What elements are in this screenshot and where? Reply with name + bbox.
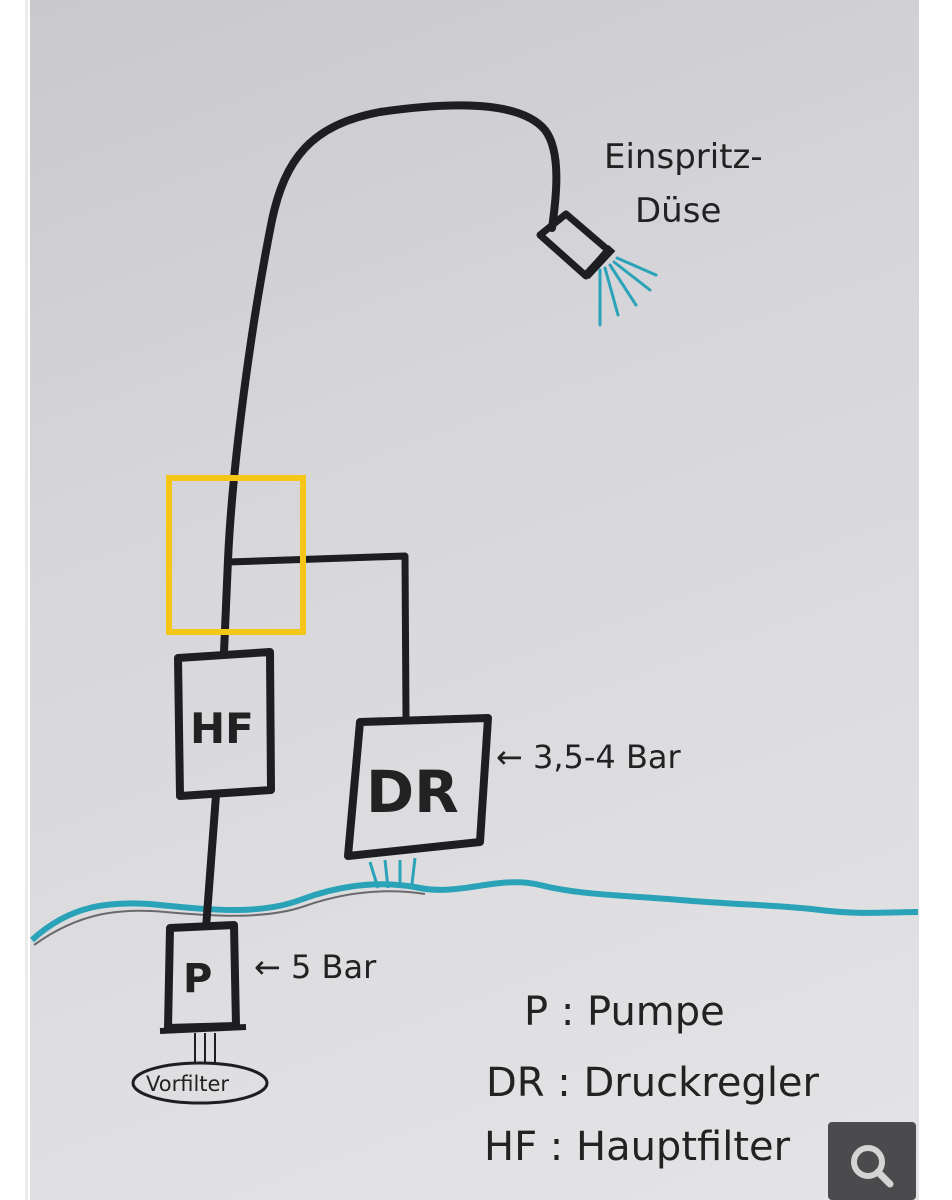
- main-filter-box: [174, 648, 275, 800]
- legend-filter: HF : Hauptfilter: [484, 1124, 791, 1170]
- fuel-line-main: [220, 101, 561, 656]
- image-border: [25, 0, 28, 1200]
- regulator-pressure-label: ← 3,5-4 Bar: [496, 738, 682, 776]
- fuel-line-lower: [202, 794, 220, 929]
- legend-regulator: DR : Druckregler: [486, 1060, 820, 1106]
- prefilter-label: Vorfilter: [146, 1072, 229, 1096]
- fuel-line-branch: [227, 552, 410, 719]
- nozzle-label-line2: Düse: [635, 191, 721, 231]
- pressure-regulator-box: [344, 714, 492, 860]
- regulator-return-flow: [368, 857, 417, 889]
- pressure-regulator-label: DR: [366, 758, 459, 826]
- legend-pump: P : Pumpe: [524, 989, 725, 1035]
- main-filter-label: HF: [190, 704, 254, 753]
- diagram-photo: [30, 0, 919, 1200]
- zoom-button[interactable]: [828, 1122, 916, 1200]
- nozzle-label-line1: Einspritz-: [604, 137, 763, 177]
- water-line: [29, 879, 919, 943]
- pump-label: P: [183, 956, 212, 1002]
- prefilter-outline: [131, 1061, 269, 1105]
- injector-nozzle: [536, 210, 658, 327]
- pump-pressure-label: ← 5 Bar: [254, 948, 377, 986]
- highlight-box: [166, 475, 306, 635]
- magnifier-icon: [851, 1145, 894, 1188]
